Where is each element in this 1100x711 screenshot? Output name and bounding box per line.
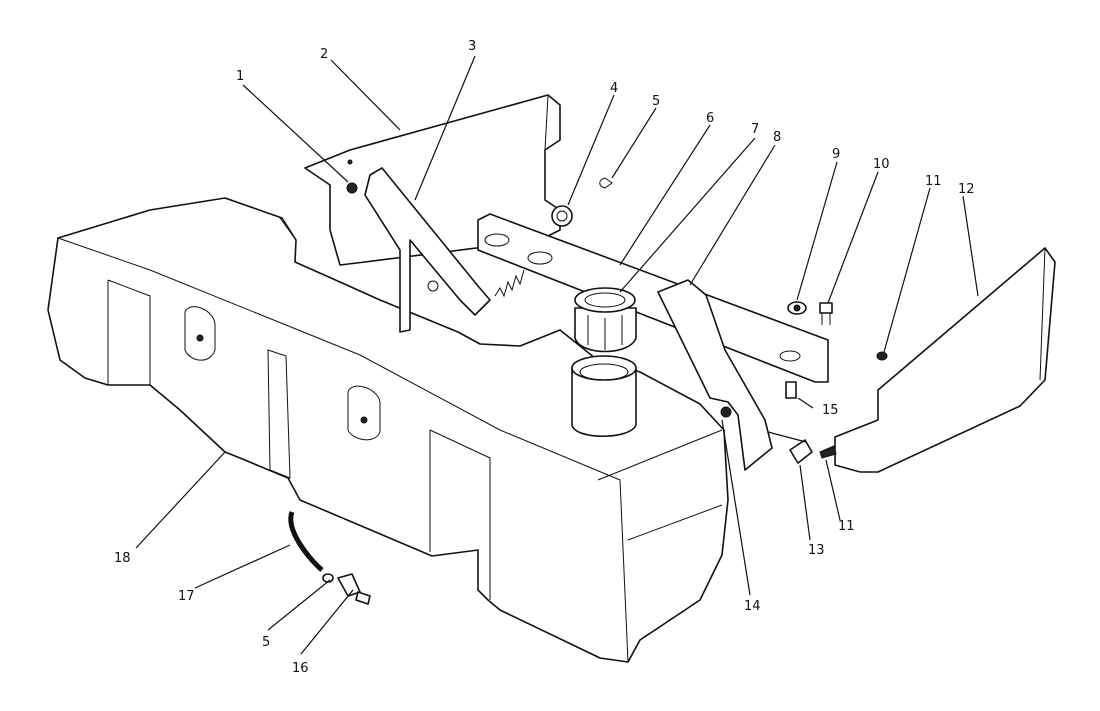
callout-1: 1 [236,69,244,84]
fuel-line-part-17 [288,511,324,572]
shutoff-valve-part-16 [322,573,371,605]
fitting-part-13 [767,431,813,464]
bolt-part-11-lower [819,445,837,459]
fuel-cap-part-7 [574,287,637,353]
callout-4: 4 [610,81,618,96]
callout-12: 12 [958,182,975,197]
callout-18: 18 [114,551,131,566]
left-strap-part-3 [346,167,491,333]
callout-2: 2 [320,47,328,62]
callout-16: 16 [292,661,309,676]
spring-part [494,269,525,298]
nut-part-9 [787,301,807,315]
callout-labels: 1 2 3 4 5 6 7 8 9 10 11 12 15 11 13 14 1… [114,39,975,676]
callout-8: 8 [773,130,781,145]
grommet-part-4 [551,205,573,227]
callout-11-upper: 11 [925,174,942,189]
callout-7: 7 [751,122,759,137]
callout-6: 6 [706,111,714,126]
callout-10: 10 [873,157,890,172]
callout-5-upper: 5 [652,94,660,109]
tank-neck [571,355,637,438]
callout-3: 3 [468,39,476,54]
callout-14: 14 [744,599,761,614]
fuel-tank-part-18 [47,197,729,663]
leader-lines [135,55,979,655]
clamp-part-5 [599,177,613,189]
callout-9: 9 [832,147,840,162]
callout-5-lower: 5 [262,635,270,650]
bolt-part-10 [819,302,833,325]
cross-bar-part-6 [477,213,829,383]
callout-11-lower: 11 [838,519,855,534]
callout-15: 15 [822,403,839,418]
callout-17: 17 [178,589,195,604]
bolt-part-15 [785,381,797,399]
right-panel-part-12 [834,247,1056,473]
bolt-part-11-upper [876,351,888,361]
callout-13: 13 [808,543,825,558]
right-strap-part-8 [657,279,773,471]
